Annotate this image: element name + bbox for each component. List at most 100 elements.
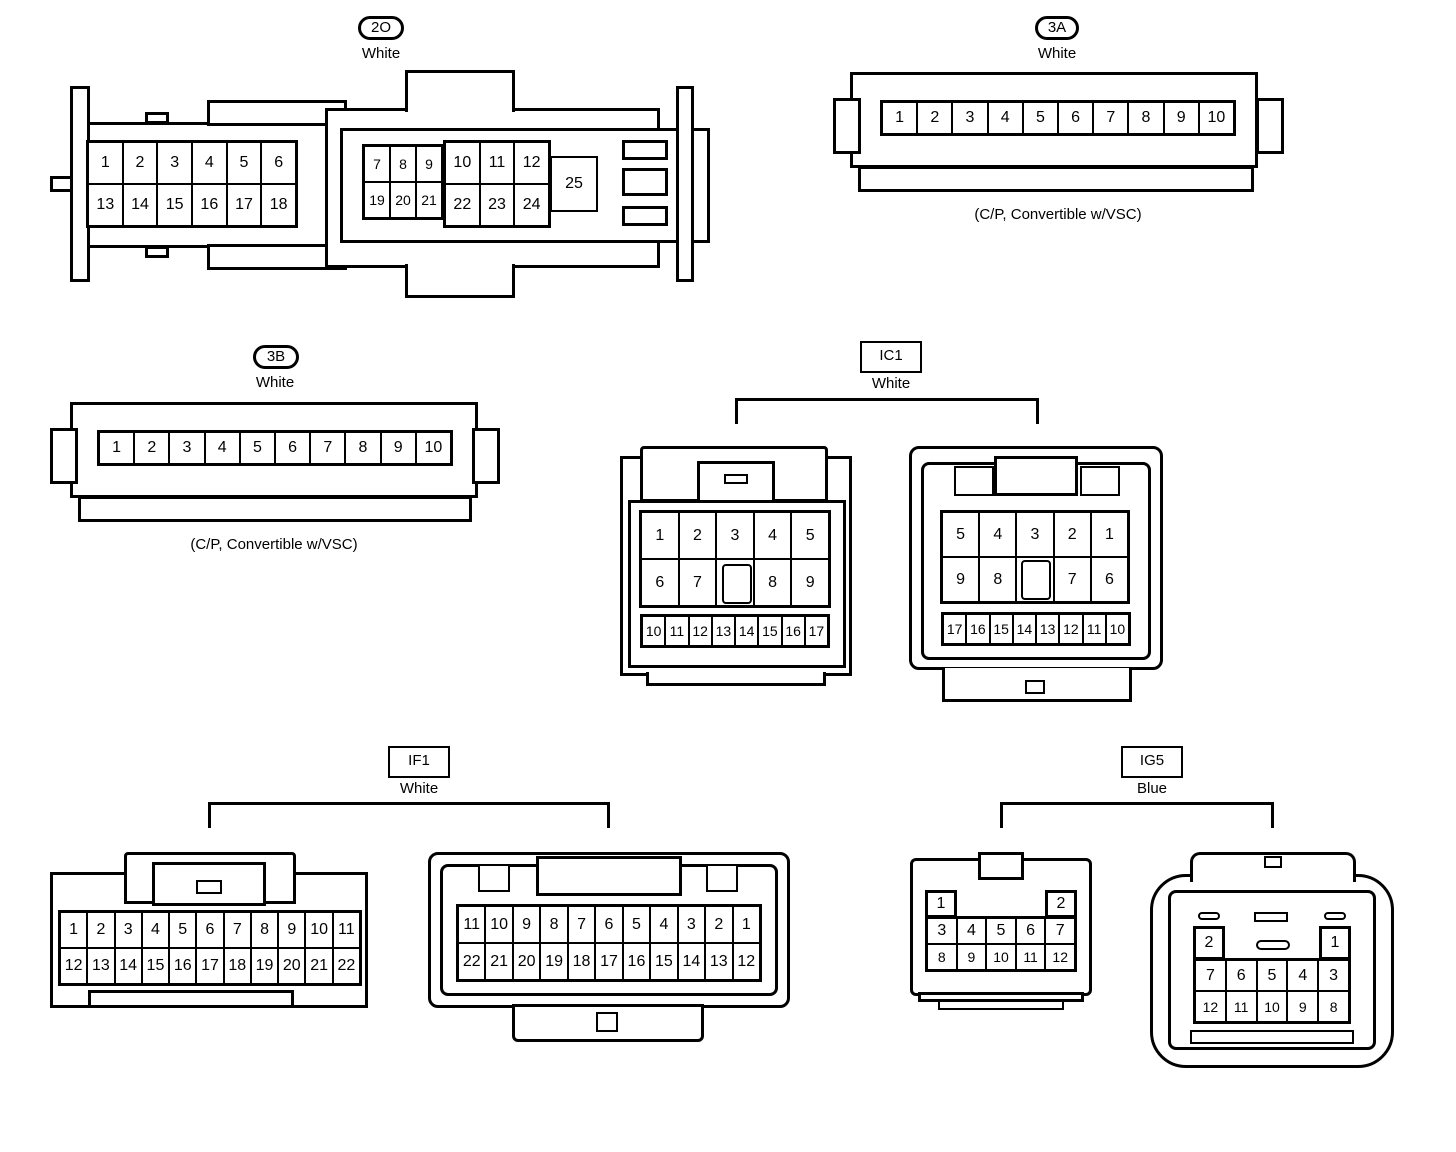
pin: 18 (567, 943, 596, 980)
pin: 9 (956, 944, 987, 970)
pin: 3 (1318, 960, 1349, 991)
pin: 7 (1045, 918, 1075, 944)
pin: 1 (927, 892, 955, 916)
connector-note-3a: (C/P, Convertible w/VSC) (974, 206, 1142, 223)
pin: 3 (1016, 512, 1054, 557)
pin: 12 (1045, 944, 1075, 970)
pin: 7 (223, 912, 251, 948)
pin: 1 (641, 512, 679, 559)
latch-if1-b (536, 856, 682, 896)
pin: 12 (732, 943, 760, 980)
slot-2o-3 (622, 206, 668, 226)
pin: 9 (942, 557, 980, 602)
pin-grid-ig5-a-tr: 2 (1045, 890, 1077, 918)
pin: 4 (956, 918, 987, 944)
pin-grid-3a: 1 2 3 4 5 6 7 8 9 10 (880, 100, 1236, 136)
pin: 8 (927, 944, 957, 970)
pin: 5 (239, 432, 275, 464)
pin: 5 (1256, 960, 1288, 991)
pin: 5 (986, 918, 1016, 944)
pin: 5 (791, 512, 829, 559)
foot2-ig5-a (938, 1000, 1064, 1010)
pin-grid-ig5-b: 7 6 5 4 3 12 11 10 9 8 (1193, 958, 1351, 1024)
pin: 21 (416, 182, 442, 218)
pin-grid-2o-left: 1 2 3 4 5 6 13 14 15 16 17 18 (86, 140, 298, 228)
pin: 16 (781, 616, 805, 646)
connector-note-3b: (C/P, Convertible w/VSC) (190, 536, 358, 553)
pin: 9 (1287, 991, 1319, 1022)
pin: 5 (226, 142, 262, 184)
pin: 15 (758, 616, 782, 646)
connector-code-if1: IF1 (388, 746, 450, 778)
pin: 4 (141, 912, 170, 948)
pin: 15 (157, 184, 192, 226)
pin: 3 (927, 918, 957, 944)
bottom-ridge-2o (207, 244, 347, 270)
pin: 14 (1012, 614, 1036, 644)
pin: 2 (917, 102, 953, 134)
pin: 17 (804, 616, 828, 646)
pin-grid-ig5-b-tr: 1 (1319, 926, 1351, 960)
pin: 8 (1318, 991, 1349, 1022)
connector-code-ig5: IG5 (1121, 746, 1183, 778)
slot-2o-2 (622, 168, 668, 196)
latch-ig5-a (978, 852, 1024, 880)
pin: 22 (445, 184, 480, 226)
pin: 8 (250, 912, 279, 948)
pin: 11 (1082, 614, 1106, 644)
pin: 6 (1058, 102, 1094, 134)
pin: 12 (1195, 991, 1226, 1022)
lock-if1-b (596, 1012, 618, 1032)
pin: 6 (1090, 557, 1128, 602)
foot-if1-b (512, 1004, 704, 1042)
pin: 6 (1225, 960, 1257, 991)
pin: 11 (1015, 944, 1046, 970)
pin: 3 (157, 142, 192, 184)
guide-if1-b-right (706, 864, 738, 892)
pin: 10 (1198, 102, 1234, 134)
pin: 6 (595, 906, 623, 943)
pin: 12 (514, 142, 549, 184)
connector-code-3b: 3B (253, 345, 299, 369)
guide-ic1-b-right (1080, 466, 1120, 496)
pin: 5 (622, 906, 651, 943)
foot-ig5-b (1190, 1030, 1354, 1044)
pin: 19 (250, 948, 279, 984)
pin: 1 (732, 906, 760, 943)
pin: 1 (88, 142, 123, 184)
connector-color-2o: White (361, 45, 401, 62)
pin-grid-ic1-a-bottom: 10 11 12 13 14 15 16 17 (640, 614, 830, 648)
pin: 24 (514, 184, 549, 226)
pin: 4 (753, 512, 792, 559)
pin: 13 (705, 943, 733, 980)
pin: 2 (1047, 892, 1075, 916)
pin: 22 (458, 943, 486, 980)
pin: 9 (1163, 102, 1199, 134)
pin-grid-ig5-a-tl: 1 (925, 890, 957, 918)
pin: 3 (677, 906, 706, 943)
pin: 12 (1059, 614, 1083, 644)
pin: 12 (60, 948, 88, 984)
pin: 14 (122, 184, 158, 226)
pin: 14 (114, 948, 142, 984)
pin: 6 (641, 559, 679, 606)
pin: 1 (60, 912, 88, 948)
pin: 9 (380, 432, 416, 464)
pin: 17 (196, 948, 224, 984)
connector-color-ig5: Blue (1136, 780, 1168, 797)
pin: 10 (305, 912, 333, 948)
pin: 9 (416, 146, 442, 182)
pin: 4 (650, 906, 678, 943)
connector-color-ic1: White (871, 375, 911, 392)
pin: 7 (310, 432, 346, 464)
pin: 9 (512, 906, 541, 943)
connector-code-2o: 2O (358, 16, 404, 40)
pin: 2 (678, 512, 717, 559)
pin: 11 (1225, 991, 1257, 1022)
ear-3b-left (50, 428, 78, 484)
pin: 4 (987, 102, 1023, 134)
pin: 5 (169, 912, 197, 948)
pin: 3 (952, 102, 988, 134)
pin: 13 (87, 948, 115, 984)
pin: 5 (1022, 102, 1058, 134)
